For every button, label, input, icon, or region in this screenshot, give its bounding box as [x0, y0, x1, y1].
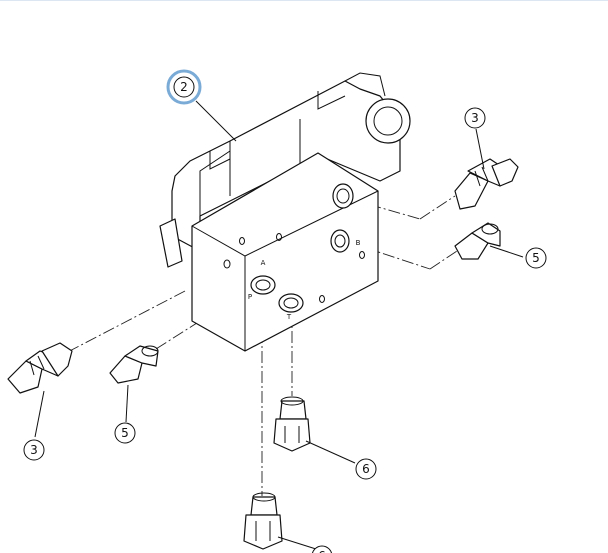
fitting-bottom-lower[interactable] — [243, 492, 283, 550]
callout-fitting-bottom-upper[interactable]: 6 — [355, 458, 377, 480]
callout-label: 3 — [471, 111, 479, 125]
callout-valve[interactable]: 2 — [166, 69, 202, 105]
callout-label: 5 — [121, 426, 129, 440]
port-mark-b: B — [356, 239, 361, 247]
port-mark-t: T — [286, 313, 292, 321]
callout-fitting-left-outer[interactable]: 3 — [23, 439, 45, 461]
fitting-right-upper[interactable] — [454, 158, 519, 210]
selected-ring — [166, 69, 202, 105]
fitting-right-lower[interactable] — [454, 222, 501, 260]
port-mark-p: P — [248, 293, 252, 301]
solenoid-valve[interactable]: A B P T — [159, 72, 411, 352]
callout-fitting-right-upper[interactable]: 3 — [464, 107, 486, 129]
callout-label: 6 — [362, 462, 370, 476]
callout-label: 3 — [30, 443, 38, 457]
callout-fitting-bottom-lower[interactable]: 6 — [311, 545, 333, 553]
assembly-centerlines — [59, 195, 461, 496]
callout-fitting-left-inner[interactable]: 5 — [114, 422, 136, 444]
leader-lines — [34, 100, 524, 550]
port-mark-a: A — [261, 259, 266, 267]
callout-label: 5 — [532, 251, 540, 265]
fitting-left-inner[interactable] — [109, 345, 159, 384]
fitting-bottom-upper[interactable] — [273, 396, 311, 452]
callout-label: 2 — [180, 80, 188, 94]
callout-fitting-right-lower[interactable]: 5 — [525, 247, 547, 269]
callout-label: 6 — [318, 549, 326, 553]
fitting-left-outer[interactable] — [7, 342, 73, 394]
